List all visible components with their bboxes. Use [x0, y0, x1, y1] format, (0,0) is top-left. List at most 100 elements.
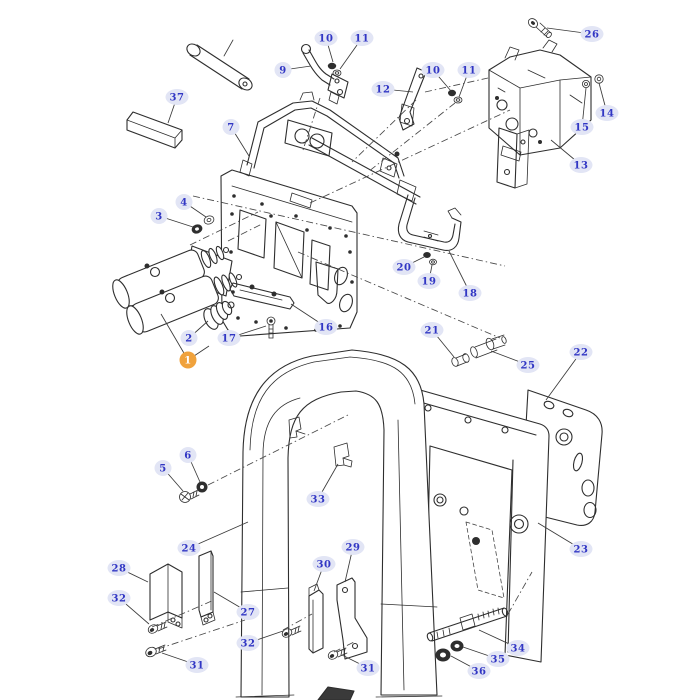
callout-32-2[interactable]: 32	[236, 630, 284, 651]
callout-2[interactable]: 2	[180, 320, 209, 346]
callout-3[interactable]: 3	[150, 208, 194, 228]
svg-text:35: 35	[490, 654, 505, 665]
callout-31-2[interactable]: 31	[341, 654, 380, 676]
callout-16[interactable]: 16	[290, 303, 338, 335]
svg-text:23: 23	[573, 544, 588, 555]
callout-37[interactable]: 37	[165, 89, 189, 124]
callout-15[interactable]: 15	[570, 87, 594, 135]
part-grommet-3	[191, 224, 203, 234]
part-plate-16	[229, 282, 295, 310]
part-bolt-26	[527, 18, 552, 39]
callout-23[interactable]: 23	[537, 522, 593, 557]
svg-text:10: 10	[318, 33, 333, 44]
part-bottom-wedge	[317, 686, 355, 700]
svg-text:16: 16	[318, 322, 333, 333]
part-pin-25	[470, 334, 507, 359]
callout-25[interactable]: 25	[490, 350, 540, 373]
construction-lines	[151, 77, 533, 653]
callout-14[interactable]: 14	[595, 82, 619, 121]
svg-text:28: 28	[111, 563, 126, 574]
callout-32[interactable]: 32	[107, 590, 150, 625]
svg-text:20: 20	[396, 262, 411, 273]
part-grommet-6	[196, 481, 208, 493]
svg-text:24: 24	[181, 543, 196, 554]
callout-12[interactable]: 12	[371, 81, 414, 97]
part-washer-19	[429, 258, 437, 266]
part-washer-14	[594, 74, 604, 84]
svg-text:18: 18	[462, 288, 477, 299]
callout-36[interactable]: 36	[450, 655, 491, 679]
callout-31[interactable]: 31	[161, 652, 209, 673]
callout-22[interactable]: 22	[545, 344, 593, 401]
part-washer-11-lower	[453, 96, 463, 104]
part-nut-10-upper	[327, 62, 337, 70]
callout-24[interactable]: 24	[177, 521, 249, 556]
part-washer-11-upper	[332, 69, 342, 77]
part-clip-upper	[288, 416, 306, 439]
callout-27[interactable]: 27	[213, 591, 260, 620]
callout-20[interactable]: 20	[392, 256, 425, 275]
svg-text:9: 9	[279, 65, 287, 76]
part-strap-12	[398, 67, 427, 131]
callout-7[interactable]: 7	[222, 119, 250, 157]
svg-text:13: 13	[573, 160, 588, 171]
part-washer-4	[203, 215, 215, 225]
svg-text:10: 10	[425, 65, 440, 76]
part-bracket-28	[149, 563, 183, 629]
callout-4[interactable]: 4	[175, 194, 207, 218]
callout-9[interactable]: 9	[274, 62, 312, 78]
callout-17[interactable]: 17	[217, 325, 267, 346]
callout-11-2[interactable]: 11	[457, 62, 481, 98]
svg-text:34: 34	[510, 643, 525, 654]
callout-29[interactable]: 29	[341, 539, 365, 583]
part-bracket-30	[308, 583, 324, 654]
part-bracket-27	[198, 550, 216, 626]
part-nut-36	[435, 648, 451, 662]
part-bolt-5	[179, 489, 200, 503]
svg-text:3: 3	[155, 211, 163, 222]
callout-6[interactable]: 6	[179, 447, 201, 483]
part-nut-10-lower	[448, 89, 456, 97]
part-clamp-18	[397, 194, 462, 251]
svg-text:14: 14	[599, 108, 614, 119]
callout-33[interactable]: 33	[306, 463, 339, 507]
svg-text:17: 17	[221, 333, 236, 344]
svg-text:15: 15	[574, 122, 589, 133]
callout-35[interactable]: 35	[462, 646, 510, 667]
svg-text:1: 1	[184, 355, 192, 366]
svg-text:21: 21	[424, 325, 439, 336]
part-clip-33	[333, 442, 353, 468]
callout-5[interactable]: 5	[154, 460, 184, 492]
svg-text:27: 27	[240, 607, 255, 618]
svg-text:36: 36	[471, 666, 486, 677]
callout-10-2[interactable]: 10	[421, 62, 452, 92]
callout-13[interactable]: 13	[550, 139, 593, 173]
callout-1[interactable]: 1	[160, 313, 210, 369]
callout-26[interactable]: 26	[546, 26, 604, 42]
svg-text:5: 5	[159, 463, 167, 474]
callout-11[interactable]: 11	[339, 30, 374, 70]
svg-text:25: 25	[520, 360, 535, 371]
svg-text:7: 7	[227, 122, 235, 133]
svg-text:33: 33	[310, 494, 325, 505]
part-bolt-31-left	[145, 644, 167, 658]
svg-text:19: 19	[421, 276, 436, 287]
svg-text:29: 29	[345, 542, 360, 553]
part-boot-2	[203, 300, 235, 330]
svg-text:6: 6	[184, 450, 192, 461]
callout-21[interactable]: 21	[420, 322, 455, 358]
svg-text:2: 2	[185, 333, 193, 344]
part-arch-24	[235, 349, 443, 698]
callout-18[interactable]: 18	[448, 250, 482, 301]
callout-19[interactable]: 19	[417, 264, 441, 289]
callout-30[interactable]: 30	[312, 556, 336, 592]
callout-34[interactable]: 34	[478, 629, 530, 656]
svg-text:37: 37	[169, 92, 184, 103]
part-bolt-32-left	[147, 621, 168, 634]
svg-text:12: 12	[375, 84, 390, 95]
part-washer-15	[582, 80, 591, 89]
callout-10[interactable]: 10	[314, 30, 338, 63]
part-panel-23	[391, 381, 550, 663]
callout-28[interactable]: 28	[107, 560, 149, 583]
